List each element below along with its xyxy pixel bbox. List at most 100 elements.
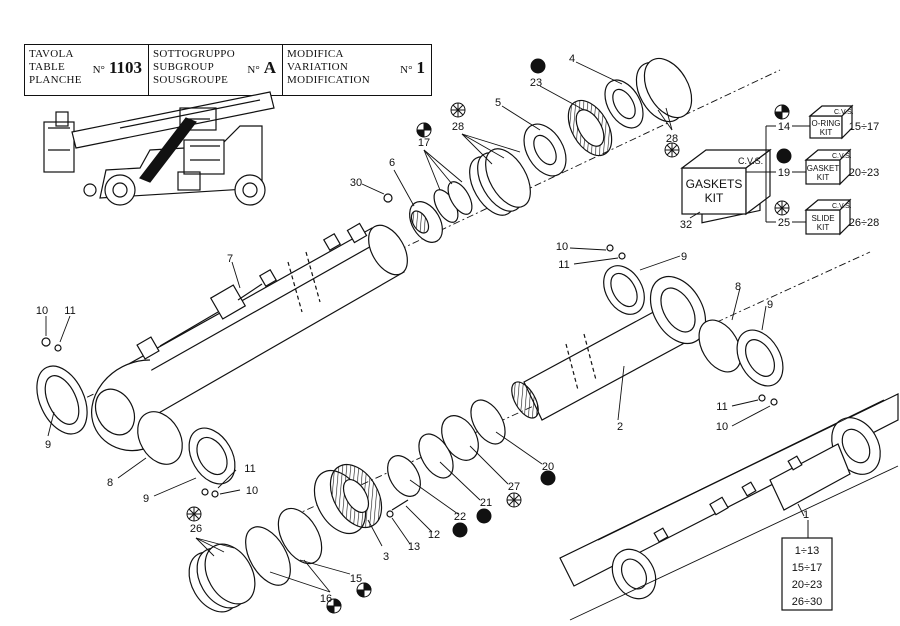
- gasket-kit-line2: KIT: [817, 173, 830, 182]
- modification-cell: MODIFICA VARIATION MODIFICATION N°1: [283, 45, 431, 95]
- callout-8-a: 8: [107, 477, 113, 489]
- callout-5: 5: [495, 97, 501, 109]
- callout-23: 23: [530, 77, 542, 89]
- assembly-range-row-1: 1÷13: [795, 545, 819, 557]
- oring-kit-range: 15÷17: [849, 121, 880, 133]
- piston-rod-part-2: [511, 244, 784, 421]
- oring-kit-line2: KIT: [820, 128, 833, 137]
- callout-26: 26: [190, 523, 202, 535]
- gasket-kit-range: 20÷23: [849, 167, 880, 179]
- slide-kit: C.V.S. SLIDE KIT: [804, 198, 852, 236]
- callout-9-a: 9: [45, 439, 51, 451]
- asterisk-circle-icon: [664, 142, 680, 158]
- assembly-range-row-2: 15÷17: [792, 562, 823, 574]
- callout-12: 12: [428, 529, 440, 541]
- table-label-it: TAVOLA: [29, 48, 74, 60]
- callout-11-b: 11: [244, 463, 255, 475]
- legend-symbols: [186, 58, 792, 614]
- oring-kit-line1: O-RING: [812, 119, 841, 128]
- callout-28-b: 28: [666, 133, 678, 145]
- callout-10-d: 10: [716, 421, 728, 433]
- half-filled-circle-icon: [774, 104, 790, 120]
- subgroup-value: A: [263, 58, 276, 77]
- callout-21: 21: [480, 497, 492, 509]
- subgroup-label-it: SOTTOGRUPPO: [153, 48, 235, 60]
- filled-circle-icon: [776, 148, 792, 164]
- callout-13: 13: [408, 541, 420, 553]
- callout-10-a: 10: [36, 305, 48, 317]
- half-filled-circle-icon: [326, 598, 342, 614]
- callout-20: 20: [542, 461, 554, 473]
- callout-7: 7: [227, 253, 233, 265]
- half-filled-circle-icon: [356, 582, 372, 598]
- slide-kit-line2: KIT: [817, 223, 830, 232]
- slide-kit-brand: C.V.S.: [832, 203, 852, 210]
- callout-2: 2: [617, 421, 623, 433]
- gaskets-kit-brand: C.V.S.: [738, 156, 763, 166]
- leader-lines: [45, 61, 805, 593]
- gaskets-kit-line1: GASKETS: [686, 177, 743, 191]
- modification-value: 1: [416, 58, 426, 77]
- callout-11-d: 11: [716, 401, 727, 413]
- lower-left-parts: [36, 337, 323, 613]
- modification-label-it: MODIFICA: [287, 48, 344, 60]
- oring-kit-ref: 14: [778, 121, 790, 133]
- gaskets-kit: C.V.S. GASKETS KIT: [680, 148, 772, 216]
- frame-line-a: [559, 411, 861, 559]
- gasket-kit: C.V.S. GASKET KIT: [804, 148, 852, 186]
- assembly-range-row-4: 26÷30: [792, 596, 823, 608]
- callout-4: 4: [569, 53, 575, 65]
- slide-kit-line1: SLIDE: [811, 214, 834, 223]
- asterisk-circle-icon: [450, 102, 466, 118]
- callout-8-b: 8: [735, 281, 741, 293]
- asterisk-circle-icon: [506, 492, 522, 508]
- callout-22: 22: [454, 511, 466, 523]
- table-number: 1103: [108, 58, 142, 77]
- callout-6: 6: [389, 157, 395, 169]
- table-label-en: TABLE: [29, 61, 66, 73]
- cylinder-barrel-part-7: [91, 222, 408, 452]
- gaskets-kit-ref: 32: [680, 219, 692, 231]
- half-filled-circle-icon: [416, 122, 432, 138]
- filled-circle-icon: [540, 470, 556, 486]
- assembly-range-box: 1÷13 15÷17 20÷23 26÷30: [781, 520, 833, 611]
- gaskets-kit-leader: [689, 211, 701, 219]
- title-block: TAVOLA TABLE PLANCHE N°1103 SOTTOGRUPPO …: [24, 44, 432, 96]
- callout-10-b: 10: [246, 485, 258, 497]
- table-no-prefix: N°: [92, 64, 105, 76]
- callout-1: 1: [803, 509, 809, 521]
- table-label-fr: PLANCHE: [29, 74, 82, 86]
- callout-15: 15: [350, 573, 362, 585]
- assembly-axis-lines: [59, 69, 871, 523]
- assembled-cylinder-part-1: [559, 393, 899, 600]
- oring-kit: C.V.S. O-RING KIT: [808, 104, 854, 140]
- callout-10-c: 10: [556, 241, 568, 253]
- callout-11-a: 11: [64, 305, 75, 317]
- kit-connector-lines: [746, 125, 810, 223]
- part-callouts: 23 4 5 28 28 17 6 30 7 10 11 9 8 9 11 10…: [36, 53, 809, 605]
- modification-no-prefix: N°: [400, 64, 413, 76]
- gasket-kit-brand: C.V.S.: [832, 153, 852, 160]
- frame-line-b: [569, 465, 899, 621]
- filled-circle-icon: [452, 522, 468, 538]
- callout-30: 30: [350, 177, 362, 189]
- slide-kit-range: 26÷28: [849, 217, 880, 229]
- modification-label-fr: MODIFICATION: [287, 74, 371, 86]
- callout-17: 17: [418, 137, 430, 149]
- callout-9-b: 9: [143, 493, 149, 505]
- slide-kit-ref: 25: [778, 217, 790, 229]
- assembly-range-row-3: 20÷23: [792, 579, 823, 591]
- callout-27: 27: [508, 481, 520, 493]
- piston-parts: [313, 399, 506, 535]
- gasket-kit-line1: GASKET: [807, 164, 840, 173]
- modification-label-en: VARIATION: [287, 61, 349, 73]
- subgroup-label-fr: SOUSGROUPE: [153, 74, 229, 86]
- callout-28-a: 28: [452, 121, 464, 133]
- callout-9-d: 9: [767, 299, 773, 311]
- callout-9-c: 9: [681, 251, 687, 263]
- oring-kit-brand: C.V.S.: [834, 109, 854, 116]
- asterisk-circle-icon: [186, 506, 202, 522]
- gaskets-kit-line2: KIT: [705, 191, 724, 205]
- table-cell: TAVOLA TABLE PLANCHE N°1103: [25, 45, 149, 95]
